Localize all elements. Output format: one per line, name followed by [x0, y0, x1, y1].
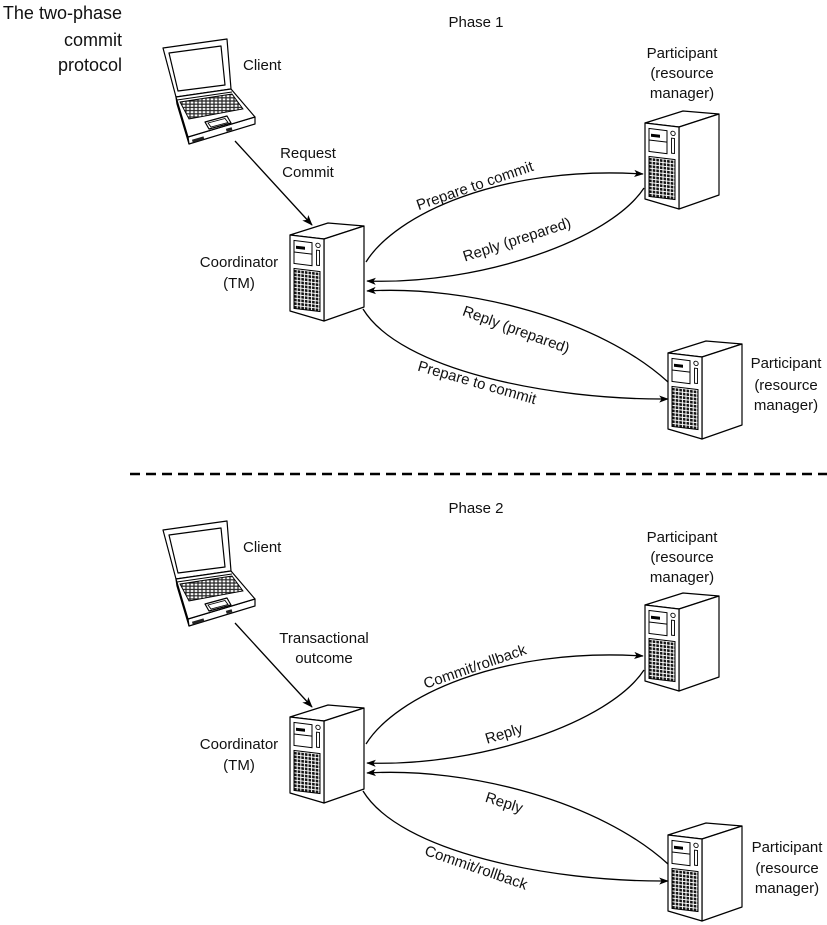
participant-1-label-line-1: Participant	[647, 45, 719, 62]
phase-1: Phase 1 Client Request Commit Coordinato…	[162, 14, 823, 440]
coordinator-label-line-2: (TM)	[223, 275, 255, 292]
outgoing-message-1: Commit/rollback	[421, 641, 529, 692]
phase-label: Phase 2	[448, 500, 503, 517]
client-label: Client	[243, 57, 282, 74]
outgoing-message-2: Prepare to commit	[416, 358, 539, 408]
coordinator-to-participant-1-arrow	[365, 651, 644, 745]
client-to-coordinator-arrow	[234, 622, 313, 708]
participant-2-to-coordinator-arrow	[366, 768, 669, 865]
coordinator-to-participant-2-arrow	[362, 308, 669, 403]
laptop-icon	[162, 38, 256, 145]
figure-title: The two-phase commit protocol	[3, 3, 122, 75]
coordinator-label-line-1: Coordinator	[200, 254, 278, 271]
phase-label: Phase 1	[448, 14, 503, 31]
participant-2-to-coordinator-arrow	[366, 286, 669, 383]
title-line-2: commit	[64, 30, 122, 50]
reply-message-2: Reply (prepared)	[460, 303, 572, 357]
participant-1-label-line-2: (resource	[650, 549, 713, 566]
client-message-line-1: Request	[280, 145, 337, 162]
participant-1-label-line-2: (resource	[650, 65, 713, 82]
participant-2-label-line-1: Participant	[752, 839, 824, 856]
client-label: Client	[243, 539, 282, 556]
participant-2-server-icon	[667, 340, 743, 440]
phase-2: Phase 2 Client Transactional outcome Coo…	[162, 500, 824, 922]
title-line-3: protocol	[58, 55, 122, 75]
participant-2-label-line-3: manager)	[754, 397, 818, 414]
participant-1-label-line-1: Participant	[647, 529, 719, 546]
coordinator-server-icon	[289, 222, 365, 322]
laptop-icon	[162, 520, 256, 627]
coordinator-label-line-1: Coordinator	[200, 736, 278, 753]
participant-2-server-icon	[667, 822, 743, 922]
participant-1-server-icon	[644, 592, 720, 692]
coordinator-to-participant-2-arrow	[362, 790, 669, 885]
participant-2-label-line-2: (resource	[755, 860, 818, 877]
participant-1-server-icon	[644, 110, 720, 210]
outgoing-message-2: Commit/rollback	[422, 842, 530, 893]
participant-2-label-line-1: Participant	[751, 355, 823, 372]
participant-1-to-coordinator-arrow	[366, 187, 645, 285]
client-message-line-1: Transactional	[279, 630, 369, 647]
title-line-1: The two-phase	[3, 3, 122, 23]
client-message-line-2: Commit	[282, 164, 334, 181]
outgoing-message-1: Prepare to commit	[414, 158, 536, 214]
participant-1-to-coordinator-arrow	[366, 669, 645, 767]
participant-2-label-line-3: manager)	[755, 880, 819, 897]
reply-message-1: Reply	[483, 720, 525, 748]
participant-1-label-line-3: manager)	[650, 85, 714, 102]
coordinator-server-icon	[289, 704, 365, 804]
participant-1-label-line-3: manager)	[650, 569, 714, 586]
client-message-line-2: outcome	[295, 650, 353, 667]
client-to-coordinator-arrow	[234, 140, 313, 226]
participant-2-label-line-2: (resource	[754, 377, 817, 394]
reply-message-2: Reply	[483, 789, 525, 817]
coordinator-to-participant-1-arrow	[365, 169, 644, 263]
coordinator-label-line-2: (TM)	[223, 757, 255, 774]
reply-message-1: Reply (prepared)	[461, 215, 573, 266]
